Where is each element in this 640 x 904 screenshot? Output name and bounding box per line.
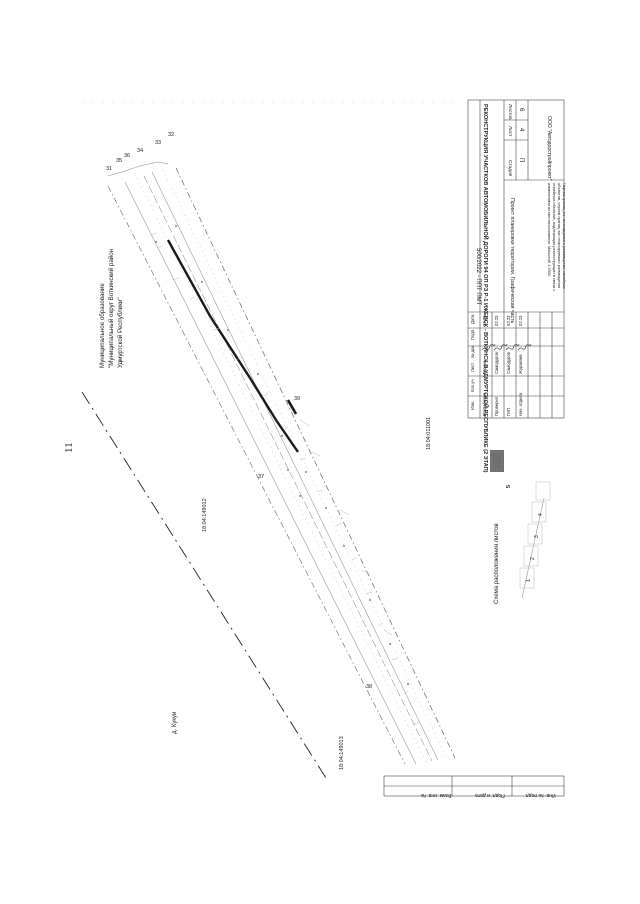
scheme-sheet-1: 1 [526, 579, 532, 582]
sheet-label: Лист [507, 126, 513, 137]
cadastral-label-2: 18:04:149013 [339, 736, 345, 770]
survey-points [154, 224, 410, 686]
marker-39: 39 [294, 396, 300, 402]
marker-32: 32 [168, 132, 174, 138]
sheet-value: 4 [518, 128, 524, 132]
boundary-markers: 31 32 33 34 35 36 37 38 39 [106, 132, 372, 690]
scheme-sheet-5: 5 [506, 485, 512, 488]
project-title: РЕКОНСТРУКЦИЯ УЧАСТКОВ АВТОМОБИЛЬНОЙ ДОР… [482, 104, 490, 473]
side-stamp [383, 775, 565, 797]
title-block [467, 99, 565, 419]
road-edge-right [151, 171, 439, 761]
corridor-boundary-upper-dashed [175, 167, 456, 759]
row-0-name: Юдина [482, 360, 487, 374]
municipality-line-2: "Муниципальный округ Воткинский район [108, 249, 115, 368]
municipality-line-3: Удмуртской Республики" [117, 297, 124, 368]
row-2-name: Самодуров [506, 351, 511, 374]
row-2-date: 02.23 [506, 315, 511, 326]
row-3-name: Журавлев [518, 354, 523, 374]
municipality-line-1: Муниципальное образование [99, 283, 106, 368]
scheme-sheet-4: 4 [538, 513, 544, 516]
marker-31-a: 31 [106, 166, 112, 172]
sheet-layout-scheme: Схема расположения листов 1 2 3 4 5 [490, 450, 551, 604]
corner-tick-lines [107, 161, 169, 177]
stage-value: П [518, 158, 524, 162]
hdr-koluch: Кол.уч. [470, 378, 475, 392]
municipality-label: Муниципальное образование "Муниципальный… [99, 249, 124, 368]
hdr-ndoc: № док. [470, 345, 475, 358]
scheme-sheet-3: 3 [534, 535, 540, 538]
road-axis [143, 175, 433, 762]
road-edge-left [124, 181, 417, 765]
stamp-inv-original: Инв. № подл. [524, 792, 555, 798]
row-3-date: 02.23 [518, 315, 523, 326]
hdr-izm: Изм. [470, 401, 475, 410]
hdr-podp: Подп. [470, 329, 475, 340]
row-2-role: ГИП [506, 408, 511, 416]
sheets-label: Листов [507, 104, 513, 120]
row-1-date: 02.23 [494, 315, 499, 326]
scheme-sheet-2: 2 [530, 557, 536, 560]
stamp-sign-date: Подп. и дата [475, 792, 505, 798]
doc-code: 500/2022 - ППТ ПМТ [475, 248, 481, 306]
corridor-boundary-lower-dashed [107, 185, 406, 765]
marker-35: 35 [116, 158, 122, 164]
page-number: 11 [63, 442, 75, 453]
road-dotted-line-2 [162, 169, 448, 760]
marker-38: 38 [366, 684, 372, 690]
survey-details [149, 232, 421, 725]
stage-label: Стадия [507, 160, 513, 177]
road-corridor [107, 161, 456, 765]
company-name: ООО "Автодорстройпроект" [546, 116, 553, 181]
signature-marks [481, 343, 532, 351]
signature-rows: Разработал Юдина 02.23 Проверил Самодуро… [482, 315, 523, 416]
title-block-header: Изм. Кол.уч. Лист № док. Подп. Дата [470, 314, 475, 410]
drawing-title-box: Чертеж границ зон планируемого размещени… [547, 183, 567, 292]
scheme-title: Схема расположения листов [494, 523, 500, 604]
row-1-role: Проверил [494, 396, 499, 416]
cadastral-label-3: 18:04:011001 [426, 417, 432, 450]
municipal-boundary-line [81, 391, 327, 779]
marker-37: 37 [258, 474, 264, 480]
project-title-text: РЕКОНСТРУКЦИЯ УЧАСТКОВ АВТОМОБИЛЬНОЙ ДОР… [482, 104, 490, 473]
row-1-name: Самодуров [494, 351, 499, 374]
row-3-role: Нач. отдела [518, 392, 523, 416]
row-0-role: Разработал [482, 393, 487, 416]
scheme-sheet-boxes [519, 481, 551, 589]
sheets-value: 6 [518, 108, 524, 112]
scheme-marker-square [490, 450, 504, 472]
hdr-data: Дата [470, 314, 475, 324]
cadastral-label-1: 18:04:149012 [202, 498, 208, 532]
row-0-date: 02.23 [482, 315, 487, 326]
drawing-title: Чертеж границ зон планируемого размещени… [547, 183, 567, 292]
scheme-road-line [521, 497, 545, 599]
reconstruction-zone-line [166, 239, 299, 453]
marker-34: 34 [137, 148, 143, 154]
marker-33: 33 [155, 140, 161, 146]
stamp-replaced-inv: Взам. инв. № [421, 792, 452, 798]
marker-36: 36 [124, 153, 130, 159]
village-label: д. Кукуи [172, 712, 178, 734]
hdr-list: Лист [470, 363, 475, 372]
document-title: Проект планировки территории. Графическа… [509, 198, 515, 323]
reconstruction-zone-line-2 [286, 399, 298, 415]
road-dotted-line-1 [136, 177, 427, 763]
